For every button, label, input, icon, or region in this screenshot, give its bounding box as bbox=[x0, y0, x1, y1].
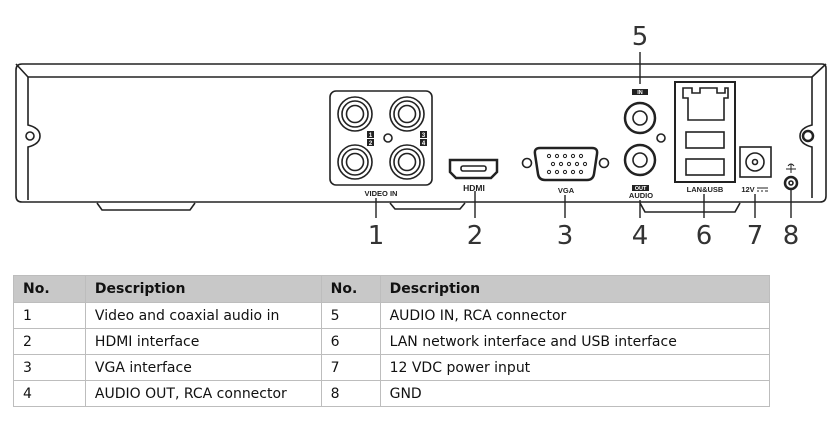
cell-no: 2 bbox=[13, 328, 86, 355]
bnc-connector-1 bbox=[337, 96, 373, 132]
hdmi-port bbox=[448, 158, 499, 180]
usb-port-1 bbox=[685, 131, 725, 149]
audio-out-label: OUT bbox=[635, 186, 647, 192]
video-in-label: VIDEO IN bbox=[365, 189, 398, 198]
cell-no: 8 bbox=[320, 380, 381, 407]
header-no-left: No. bbox=[13, 275, 86, 303]
port-description-table: No. Description No. Description 1 Video … bbox=[13, 275, 771, 407]
cell-description: AUDIO OUT, RCA connector bbox=[84, 380, 322, 407]
bnc-connector-2 bbox=[337, 144, 373, 180]
callout-numbers: 1 2 3 4 5 6 7 8 bbox=[368, 22, 800, 251]
svg-text:2: 2 bbox=[369, 141, 373, 147]
table-row: 4 AUDIO OUT, RCA connector 8 GND bbox=[13, 380, 771, 407]
audio-in-label: IN bbox=[637, 90, 643, 96]
table-row: 1 Video and coaxial audio in 5 AUDIO IN,… bbox=[13, 302, 771, 329]
table-row: 2 HDMI interface 6 LAN network interface… bbox=[13, 328, 771, 355]
bnc-connector-4 bbox=[389, 144, 425, 180]
header-description-left: Description bbox=[84, 275, 322, 303]
lan-usb-block bbox=[674, 81, 736, 183]
header-description-right: Description bbox=[379, 275, 771, 303]
svg-text:3: 3 bbox=[422, 133, 426, 139]
channel-number-badges: 1 2 3 4 bbox=[367, 131, 427, 147]
cell-description: AUDIO IN, RCA connector bbox=[379, 302, 771, 329]
rj45-port bbox=[682, 87, 729, 121]
callout-lines bbox=[375, 52, 792, 218]
callout-6: 6 bbox=[696, 221, 713, 251]
header-no-right: No. bbox=[320, 275, 381, 303]
audio-in-rca bbox=[623, 101, 657, 135]
bnc-connector-3 bbox=[389, 96, 425, 132]
cell-description: LAN network interface and USB interface bbox=[379, 328, 771, 355]
cell-no: 4 bbox=[13, 380, 86, 407]
dvr-rear-panel-diagram: 1 2 3 4 VIDEO IN HDMI VGA IN OUT AUDIO L… bbox=[15, 22, 827, 251]
svg-text:4: 4 bbox=[422, 141, 426, 147]
gnd-terminal bbox=[783, 163, 799, 191]
cell-no: 7 bbox=[320, 354, 381, 381]
mount-hole-left bbox=[25, 131, 35, 141]
mount-hole-right bbox=[801, 129, 815, 143]
usb-port-2 bbox=[685, 158, 725, 176]
cell-no: 1 bbox=[13, 302, 86, 329]
cell-description: Video and coaxial audio in bbox=[84, 302, 322, 329]
cell-description: HDMI interface bbox=[84, 328, 322, 355]
vga-port bbox=[521, 146, 610, 182]
cell-description: GND bbox=[379, 380, 771, 407]
callout-8: 8 bbox=[783, 221, 800, 251]
cell-no: 6 bbox=[320, 328, 381, 355]
vga-pins bbox=[546, 153, 588, 175]
lan-usb-label: LAN&USB bbox=[687, 185, 724, 194]
callout-5: 5 bbox=[632, 22, 649, 52]
cell-no: 5 bbox=[320, 302, 381, 329]
dc-symbol-icon bbox=[757, 187, 768, 192]
cell-description: VGA interface bbox=[84, 354, 322, 381]
table-row: 3 VGA interface 7 12 VDC power input bbox=[13, 354, 771, 381]
chassis-outline bbox=[15, 63, 827, 213]
callout-3: 3 bbox=[557, 221, 574, 251]
callout-1: 1 bbox=[368, 221, 385, 251]
svg-text:1: 1 bbox=[369, 133, 373, 139]
audio-out-rca bbox=[623, 143, 657, 177]
table-header-row: No. Description No. Description bbox=[13, 275, 771, 303]
vga-label: VGA bbox=[558, 186, 575, 195]
audio-label: AUDIO bbox=[629, 191, 653, 200]
dc-power-jack bbox=[739, 146, 772, 178]
cell-no: 3 bbox=[13, 354, 86, 381]
video-in-bnc-block bbox=[329, 90, 433, 186]
callout-4: 4 bbox=[632, 221, 649, 251]
cell-description: 12 VDC power input bbox=[379, 354, 771, 381]
callout-7: 7 bbox=[747, 221, 764, 251]
hdmi-label: HDMI bbox=[463, 183, 485, 193]
ground-symbol-icon bbox=[786, 163, 796, 173]
callout-2: 2 bbox=[467, 221, 484, 251]
power-label: 12V bbox=[741, 185, 754, 194]
